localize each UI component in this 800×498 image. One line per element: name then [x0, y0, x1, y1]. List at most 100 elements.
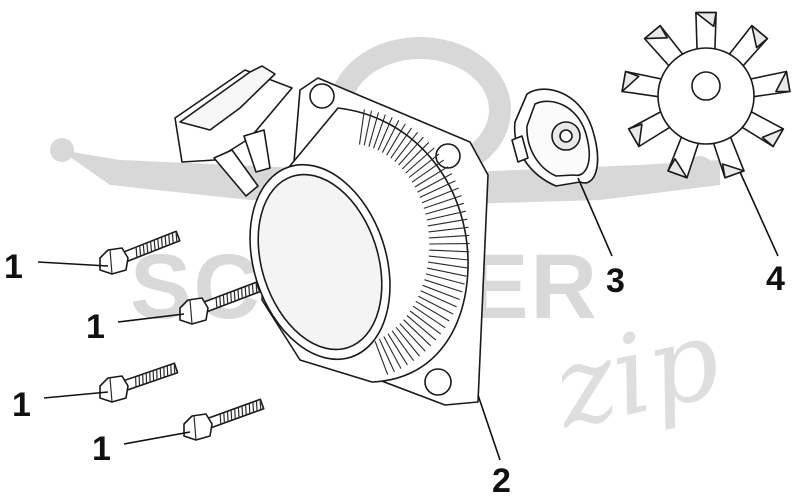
- housing-fin: [426, 210, 466, 221]
- bolt-thread: [146, 242, 149, 254]
- housing-fin: [391, 330, 415, 362]
- bolts: [99, 230, 265, 441]
- housing-fin: [406, 314, 437, 341]
- bolt-thread: [160, 237, 163, 248]
- housing-fin: [414, 166, 449, 188]
- bolt-thread: [226, 411, 229, 422]
- bolt-thread: [157, 238, 160, 250]
- housing-fin: [387, 333, 408, 366]
- housing-fin: [368, 112, 380, 147]
- bolt-thread: [240, 287, 243, 299]
- housing-fin: [415, 300, 450, 322]
- bolt-thread: [164, 235, 167, 247]
- bolt-thread: [175, 231, 178, 242]
- bolt: [99, 230, 181, 275]
- housing-fin: [425, 202, 465, 215]
- bolt-thread: [248, 403, 251, 414]
- callout-4: 4: [766, 260, 785, 298]
- pull-handle: [174, 65, 293, 197]
- bolt-thread: [135, 247, 138, 258]
- housing-fin: [398, 136, 424, 166]
- housing-fin: [390, 127, 413, 159]
- bolt: [99, 362, 179, 403]
- bolt-thread: [219, 296, 222, 307]
- flange-hole-bottom-right: [424, 368, 452, 396]
- housing-drum-inner: [257, 173, 383, 351]
- leader-3: [577, 177, 613, 257]
- pawl-plate-hub-hole: [559, 129, 573, 143]
- housing-fin: [405, 147, 435, 174]
- fan-blade-tip: [721, 163, 745, 179]
- housing-fin: [420, 290, 457, 308]
- housing-fin: [383, 336, 402, 369]
- housing-fin: [429, 249, 470, 253]
- bolt-thread: [153, 239, 156, 251]
- callouts: 1 1 1 1 2 3 4: [4, 248, 785, 498]
- bolt-thread: [222, 294, 225, 306]
- bolt-hex-head: [99, 375, 129, 403]
- bolt-thread: [241, 405, 244, 417]
- housing-fin: [377, 116, 393, 151]
- housing-fin: [421, 187, 459, 204]
- housing-fin: [386, 123, 406, 156]
- housing-fin: [428, 234, 470, 239]
- starter-housing: [174, 65, 489, 406]
- callout-3: 3: [606, 262, 625, 300]
- housing-fin: [418, 295, 454, 315]
- housing-fin: [428, 255, 469, 261]
- housing-fin: [427, 218, 468, 227]
- bolt-thread: [230, 409, 233, 421]
- bolt-thread: [237, 407, 240, 418]
- bolt-head-edge: [109, 377, 113, 403]
- bolt-thread: [252, 401, 255, 413]
- bolt-hex-head: [179, 297, 209, 325]
- leader-lines: [37, 171, 779, 461]
- bolt-thread: [171, 232, 174, 244]
- fan-blade-tip: [751, 24, 769, 49]
- bolt-thread: [248, 285, 251, 296]
- bolt: [183, 398, 265, 441]
- bolt-thread: [230, 291, 232, 303]
- housing-fin: [395, 326, 420, 357]
- housing-fin: [378, 338, 395, 373]
- pawl-plate: [511, 88, 599, 187]
- housing-fin: [408, 153, 440, 178]
- bolt: [179, 281, 261, 325]
- housing-fin: [428, 261, 468, 269]
- bolt-head-edge: [189, 299, 193, 325]
- callout-1b: 1: [86, 308, 105, 346]
- leader-4: [739, 171, 779, 257]
- bolt-thread: [233, 290, 236, 302]
- bolt-head-edge: [109, 249, 113, 275]
- housing-fin: [411, 159, 445, 183]
- bolt-thread: [223, 412, 225, 424]
- bolt-thread: [244, 286, 247, 297]
- leader-1a: [37, 261, 109, 267]
- housing-fin: [381, 120, 400, 153]
- pawl-plate-tab: [511, 135, 529, 163]
- bolt-thread: [251, 283, 254, 295]
- callout-2: 2: [492, 462, 511, 498]
- fan-blade-tip: [643, 24, 668, 40]
- housing-fin: [425, 273, 465, 285]
- housing-fin: [399, 323, 426, 352]
- leader-1c: [43, 391, 109, 399]
- bolt-thread: [215, 297, 218, 308]
- bolt-thread: [219, 413, 222, 425]
- housing-fin: [428, 226, 469, 233]
- callout-1d: 1: [92, 430, 111, 468]
- housing-fin: [417, 173, 453, 193]
- bolt-thread: [259, 399, 262, 410]
- bolt-thread: [255, 282, 258, 293]
- bolt-hex-head: [99, 247, 129, 275]
- bolt-thread: [168, 234, 171, 245]
- fan-blade-tip: [667, 158, 688, 179]
- housing-fin: [412, 305, 446, 329]
- flange-hole-top-left: [309, 83, 335, 109]
- housing-fin: [423, 195, 462, 209]
- watermark: SCOOTER zip: [50, 37, 730, 454]
- bolt-thread: [142, 244, 145, 255]
- callout-1a: 1: [4, 248, 23, 286]
- housing-fin: [394, 131, 419, 162]
